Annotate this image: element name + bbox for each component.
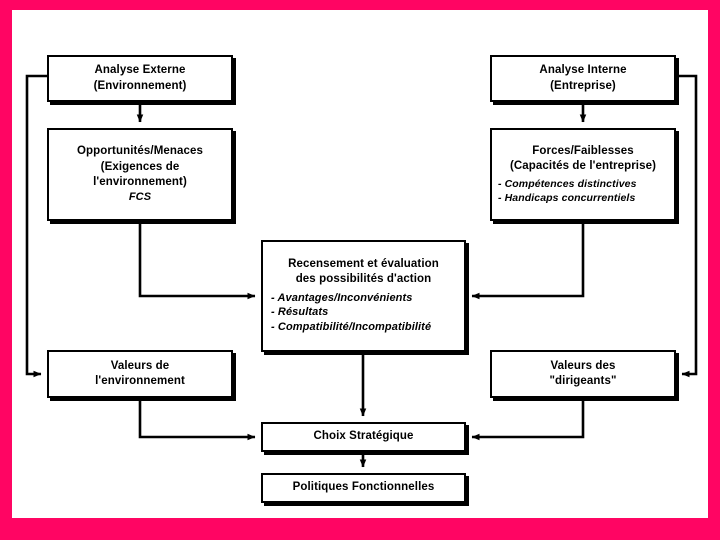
node-bullet: - Compétences distinctives <box>498 177 637 190</box>
node-line: "dirigeants" <box>549 375 617 387</box>
node-line: Politiques Fonctionnelles <box>292 481 435 494</box>
edge-valeurs-env-to-choix <box>138 398 256 441</box>
node-valeurs-environnement[interactable]: Valeurs de l'environnement <box>47 350 233 398</box>
slide-canvas: Analyse Externe (Environnement) Opportun… <box>12 10 708 518</box>
node-subtitle: (Capacités de l'entreprise) <box>509 160 657 173</box>
node-bullet-list: - Avantages/Inconvénients - Résultats - … <box>263 291 464 335</box>
node-politiques-fonctionnelles[interactable]: Politiques Fonctionnelles <box>261 473 466 503</box>
edge-forces-to-recensement <box>471 221 585 300</box>
node-line: l'environnement <box>95 375 185 387</box>
node-line: Choix Stratégique <box>313 430 414 443</box>
node-analyse-externe[interactable]: Analyse Externe (Environnement) <box>47 55 233 102</box>
node-line: Valeurs des <box>550 359 616 372</box>
node-line-fcs: FCS <box>128 191 152 203</box>
node-bullet: - Avantages/Inconvénients <box>271 291 413 304</box>
node-title: Forces/Faiblesses <box>532 145 634 158</box>
node-line: Analyse Externe <box>94 64 186 77</box>
node-opportunites-menaces[interactable]: Opportunités/Menaces (Exigences de l'env… <box>47 128 233 221</box>
edge-left-feedback-loop <box>25 74 47 378</box>
node-line: Opportunités/Menaces <box>77 145 203 158</box>
node-line: (Environnement) <box>93 79 187 92</box>
node-bullet: - Résultats <box>271 306 329 319</box>
node-line: l'environnement) <box>93 175 187 188</box>
node-line: Valeurs de <box>110 359 170 372</box>
node-line: (Entreprise) <box>550 79 616 92</box>
node-forces-faiblesses[interactable]: Forces/Faiblesses (Capacités de l'entrep… <box>490 128 676 221</box>
node-bullet: - Handicaps concurrentiels <box>498 191 636 204</box>
node-title: Recensement et évaluation <box>288 258 439 271</box>
node-bullet: - Compatibilité/Incompatibilité <box>271 321 432 334</box>
node-choix-strategique[interactable]: Choix Stratégique <box>261 422 466 452</box>
node-analyse-interne[interactable]: Analyse Interne (Entreprise) <box>490 55 676 102</box>
edge-right-feedback-loop <box>676 74 698 378</box>
edge-opportunites-to-recensement <box>138 221 256 300</box>
edge-valeurs-dir-to-choix <box>471 398 585 441</box>
node-valeurs-dirigeants[interactable]: Valeurs des "dirigeants" <box>490 350 676 398</box>
node-recensement-evaluation[interactable]: Recensement et évaluation des possibilit… <box>261 240 466 352</box>
connector-layer <box>25 74 698 468</box>
node-line: (Exigences de <box>100 160 180 173</box>
node-line: Analyse Interne <box>539 64 627 77</box>
node-bullet-list: - Compétences distinctives - Handicaps c… <box>492 177 674 205</box>
node-title: des possibilités d'action <box>295 273 432 286</box>
